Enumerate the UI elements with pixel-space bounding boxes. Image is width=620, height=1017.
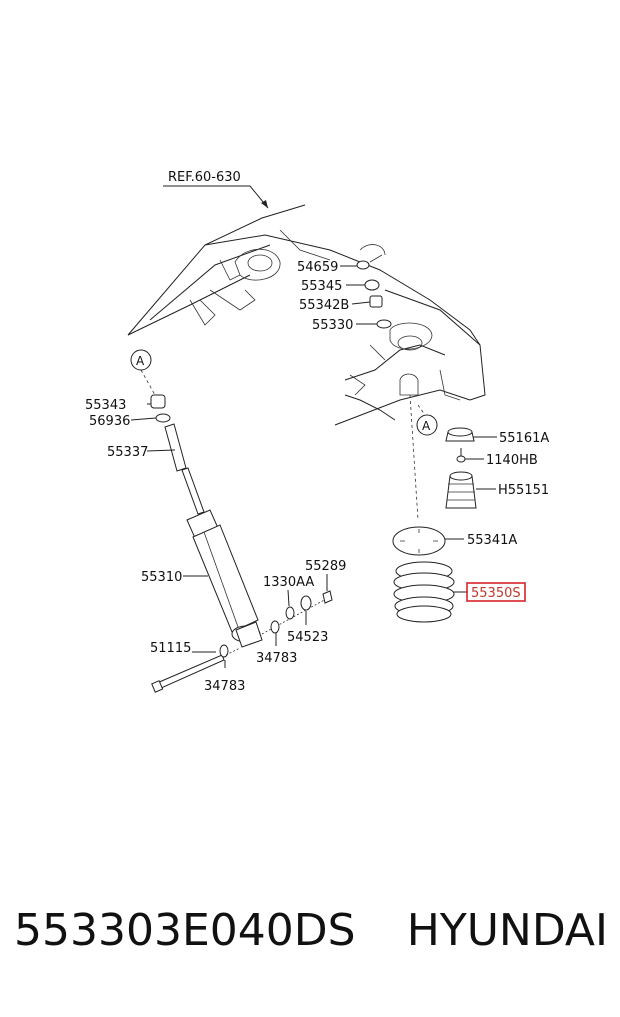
leader-lines [130,403,497,668]
highlighted-part-callout[interactable]: 55350S [466,582,526,602]
label-55343: 55343 [85,398,126,413]
highlight-box [466,582,526,602]
spring-assembly [392,394,477,623]
label-54523: 54523 [287,630,328,645]
label-55310: 55310 [141,570,182,585]
svg-text:A: A [422,419,431,433]
coil-spring [393,561,455,623]
label-55342B: 55342B [299,298,349,313]
svg-text:A: A [136,354,145,368]
label-55289: 55289 [305,559,346,574]
label-55161A: 55161A [499,431,549,446]
part-labels: 54659 55345 55342B 55330 55343 56936 553… [85,260,549,694]
part-number: 553303E040DS [14,905,356,956]
footer: 553303E040DS HYUNDAI [0,905,620,985]
vehicle-frame [127,204,486,426]
lower-hardware [151,590,333,693]
label-56936: 56936 [89,414,130,429]
label-1330AA: 1330AA [263,575,314,590]
label-55350S[interactable]: 55350S [471,586,521,601]
label-34783-lower: 34783 [204,679,245,694]
shock-absorber [150,394,263,648]
callout-a-right: A [416,404,438,436]
parts-diagram: REF.60-630 A A [85,170,549,694]
label-55337: 55337 [107,445,148,460]
label-55345: 55345 [301,279,342,294]
label-1140HB: 1140HB [486,453,538,468]
label-34783-upper: 34783 [256,651,297,666]
ref-callout: REF.60-630 [163,170,269,209]
label-H55151: H55151 [498,483,549,498]
callout-a-left: A [130,349,156,396]
label-55341A: 55341A [467,533,517,548]
label-51115: 51115 [150,641,191,656]
brand-name: HYUNDAI [406,905,608,956]
upper-fasteners [340,254,392,329]
label-54659: 54659 [297,260,338,275]
label-55330: 55330 [312,318,353,333]
ref-label: REF.60-630 [168,170,241,185]
